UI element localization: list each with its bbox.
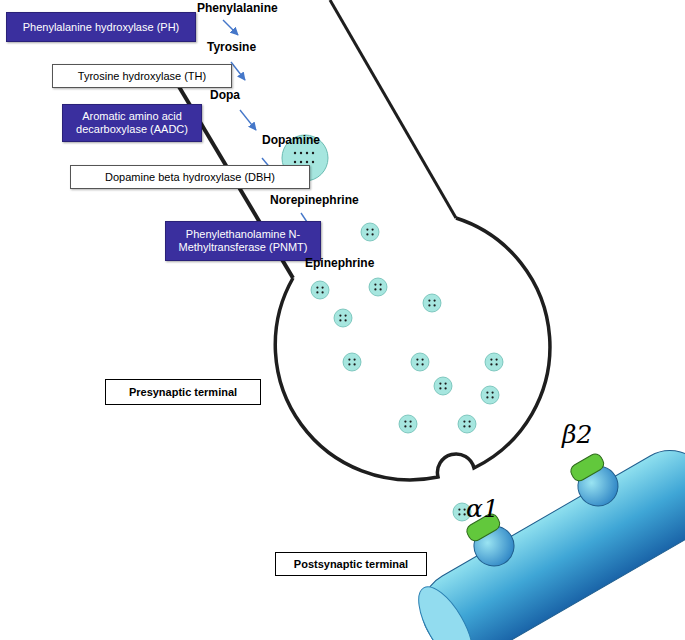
metabolite-label: Dopa <box>210 88 240 102</box>
enzyme-box: Phenylalanine hydroxylase (PH) <box>6 12 196 42</box>
box-text: Phenylalanine hydroxylase (PH) <box>23 21 180 34</box>
receptor-label: β2 <box>562 420 592 449</box>
metabolite-label: Phenylalanine <box>197 1 278 15</box>
metabolite-label: Tyrosine <box>207 40 256 54</box>
box-text: Presynaptic terminal <box>129 386 237 399</box>
box-text: Aromatic amino acid decarboxylase (AADC) <box>68 110 196 136</box>
receptor-label: α1 <box>466 494 499 523</box>
box-text-wrap: Phenylethanolamine N-Methyltransferase (… <box>171 228 315 254</box>
enzyme-box: Aromatic amino acid decarboxylase (AADC) <box>62 104 202 142</box>
metabolite-label: Norepinephrine <box>270 193 359 207</box>
region-label-box: Presynaptic terminal <box>105 379 261 405</box>
box-text-wrap: Tyrosine hydroxylase (TH) <box>78 70 206 83</box>
enzyme-box: Dopamine beta hydroxylase (DBH) <box>70 165 310 189</box>
box-text-wrap: Aromatic amino acid decarboxylase (AADC) <box>68 110 196 136</box>
enzyme-box: Tyrosine hydroxylase (TH) <box>52 64 232 88</box>
box-text-wrap: Presynaptic terminal <box>129 386 237 399</box>
presynaptic-membrane <box>275 218 550 480</box>
box-text: Postsynaptic terminal <box>294 558 408 571</box>
beta2-receptor <box>566 450 626 513</box>
metabolite-label: Dopamine <box>262 133 320 147</box>
axon-membrane <box>330 0 456 218</box>
box-text-wrap: Dopamine beta hydroxylase (DBH) <box>105 171 275 184</box>
box-text: Tyrosine hydroxylase (TH) <box>78 70 206 83</box>
box-text: Dopamine beta hydroxylase (DBH) <box>105 171 275 184</box>
region-label-box: Postsynaptic terminal <box>275 552 427 576</box>
box-text-wrap: Postsynaptic terminal <box>294 558 408 571</box>
metabolite-label: Epinephrine <box>305 256 374 270</box>
postsynaptic-cell <box>408 436 685 640</box>
box-text: Phenylethanolamine N-Methyltransferase (… <box>171 228 315 254</box>
enzyme-box: Phenylethanolamine N-Methyltransferase (… <box>165 221 321 261</box>
box-text-wrap: Phenylalanine hydroxylase (PH) <box>23 21 180 34</box>
